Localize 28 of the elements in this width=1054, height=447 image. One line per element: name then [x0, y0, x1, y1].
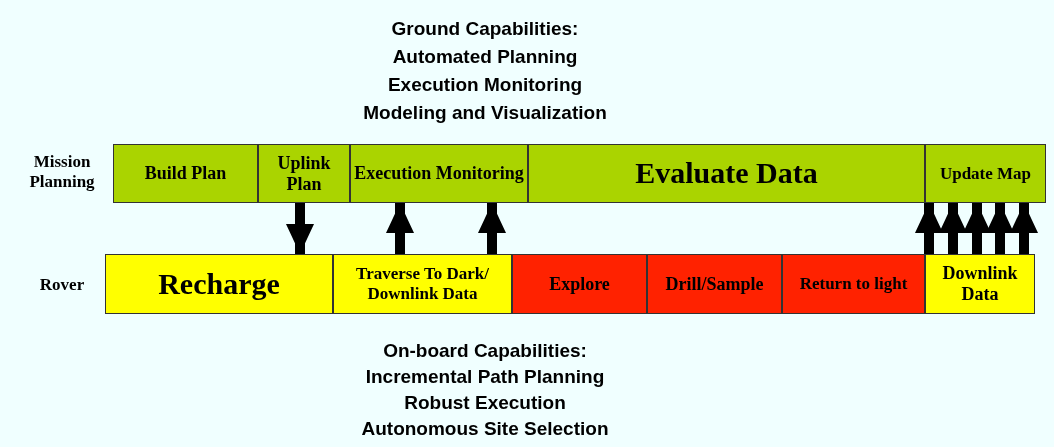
- planning-activity-box: Evaluate Data: [528, 144, 925, 203]
- block-arrow: [986, 203, 1014, 254]
- planning-activity-box: Uplink Plan: [258, 144, 350, 203]
- planning-activity-box: Build Plan: [113, 144, 258, 203]
- rover-activity-box: Explore: [512, 254, 647, 314]
- capability-item: Autonomous Site Selection: [361, 418, 609, 440]
- capability-item: Incremental Path Planning: [365, 366, 605, 388]
- planning-activity-box: Execution Monitoring: [350, 144, 528, 203]
- capability-item: Automated Planning: [392, 46, 578, 68]
- capabilities-heading: On-board Capabilities:: [383, 340, 587, 362]
- block-arrow: [963, 203, 991, 254]
- block-arrow: [1010, 203, 1038, 254]
- capability-item: Robust Execution: [404, 392, 566, 414]
- capabilities-heading: Ground Capabilities:: [391, 18, 579, 40]
- block-arrow: [386, 203, 414, 254]
- block-arrow: [915, 203, 943, 254]
- block-arrow: [286, 203, 314, 254]
- capability-item: Execution Monitoring: [387, 74, 583, 96]
- block-arrow: [478, 203, 506, 254]
- rover-activity-box: Drill/Sample: [647, 254, 782, 314]
- planning-activity-box: Update Map: [925, 144, 1046, 203]
- rover-activity-box: Downlink Data: [925, 254, 1035, 314]
- row-label: Rover: [38, 275, 86, 296]
- row-label: Mission Planning: [28, 152, 96, 193]
- capability-item: Modeling and Visualization: [363, 102, 607, 124]
- rover-activity-box: Return to light: [782, 254, 925, 314]
- rover-activity-box: Traverse To Dark/ Downlink Data: [333, 254, 512, 314]
- rover-activity-box: Recharge: [105, 254, 333, 314]
